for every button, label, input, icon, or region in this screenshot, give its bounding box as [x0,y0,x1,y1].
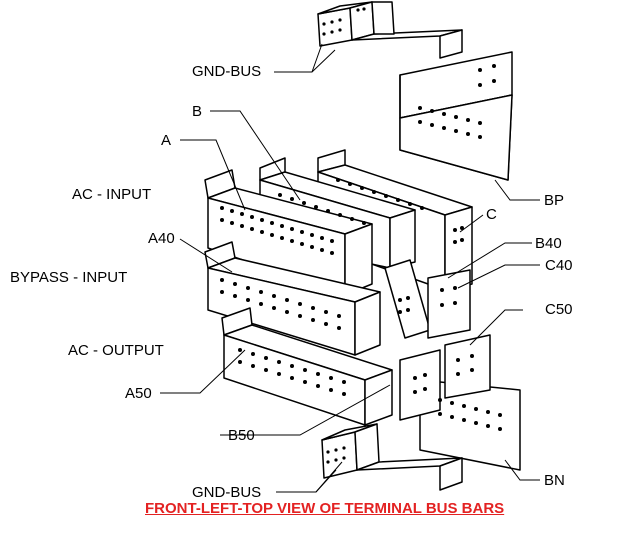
holes-bypass [220,278,341,330]
label-a50: A50 [125,385,152,402]
hole-patterns [220,7,502,464]
holes-bn [438,398,502,431]
label-a40: A40 [148,230,175,247]
label-a: A [161,132,172,149]
holes-small-bars [398,286,474,394]
label-gnd-bus-bottom: GND-BUS [192,484,262,501]
b50-bar [399,349,441,421]
gnd-bus-bottom-bracket [321,423,463,491]
holes-gnd-top [322,7,366,36]
label-c40: C40 [545,257,573,274]
label-b40: B40 [535,235,562,252]
gnd-bus-top-bracket [317,1,463,59]
label-bypass-input: BYPASS - INPUT [10,269,128,286]
label-bn: BN [544,472,565,489]
ac-output-bar [221,307,393,426]
label-ac-input: AC - INPUT [72,186,152,203]
label-ac-output: AC - OUTPUT [68,342,164,359]
holes-gnd-bottom [326,446,346,464]
holes-b [278,193,366,225]
c50-bar [444,334,491,399]
bp-plate [399,51,513,181]
holes-output [238,348,346,396]
diagram-caption: FRONT-LEFT-TOP VIEW OF TERMINAL BUS BARS [145,500,505,517]
c40-bar [427,269,471,339]
label-bp: BP [544,192,565,209]
holes-bp [418,64,496,139]
bypass-bar [204,241,381,356]
holes-a [220,206,334,255]
label-c: C [486,206,497,223]
a-bar [204,169,373,296]
label-gnd-bus-top: GND-BUS [192,63,262,80]
label-b: B [192,103,203,120]
label-b50: B50 [228,427,255,444]
label-c50: C50 [545,301,573,318]
holes-c [336,178,464,244]
leader-lines [160,43,540,493]
